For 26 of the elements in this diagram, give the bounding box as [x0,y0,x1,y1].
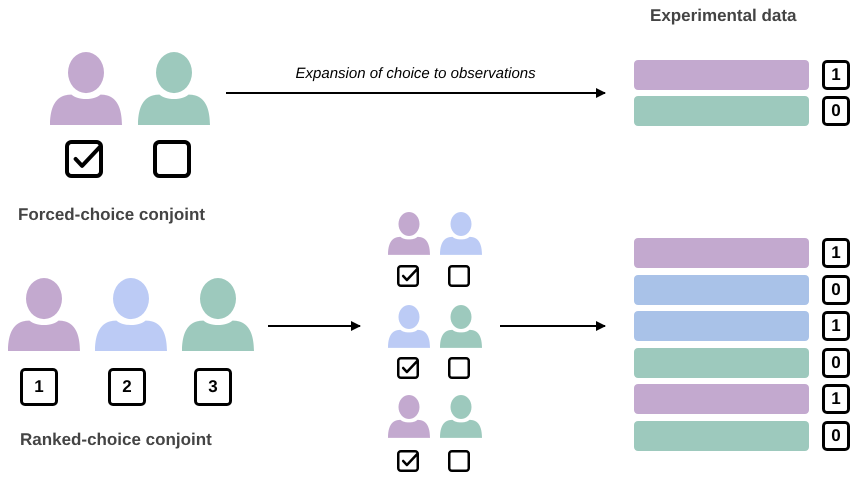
outcome-box: 0 [822,96,850,126]
outcome-box: 1 [822,384,850,414]
rank-box: 1 [20,368,58,406]
outcome-box: 0 [822,275,850,305]
arrow [268,321,361,331]
outcome-box: 1 [822,238,850,268]
outcome-box: 0 [822,421,850,451]
data-bar [634,311,809,341]
data-bar [634,348,809,378]
outcome-box: 1 [822,60,850,90]
data-bar [634,96,809,126]
group-title: Ranked-choice conjoint [20,430,212,450]
data-bar [634,421,809,451]
data-bar [634,384,809,414]
outcome-box: 0 [822,348,850,378]
edge-label: Expansion of choice to observations [294,65,538,82]
group-title: Experimental data [650,6,796,26]
rank-box: 2 [108,368,146,406]
rank-box: 3 [194,368,232,406]
data-bar [634,60,809,90]
data-bar [634,238,809,268]
outcome-box: 1 [822,311,850,341]
group-title: Forced-choice conjoint [18,205,206,225]
arrow [500,321,606,331]
arrow [226,88,606,98]
data-bar [634,275,809,305]
